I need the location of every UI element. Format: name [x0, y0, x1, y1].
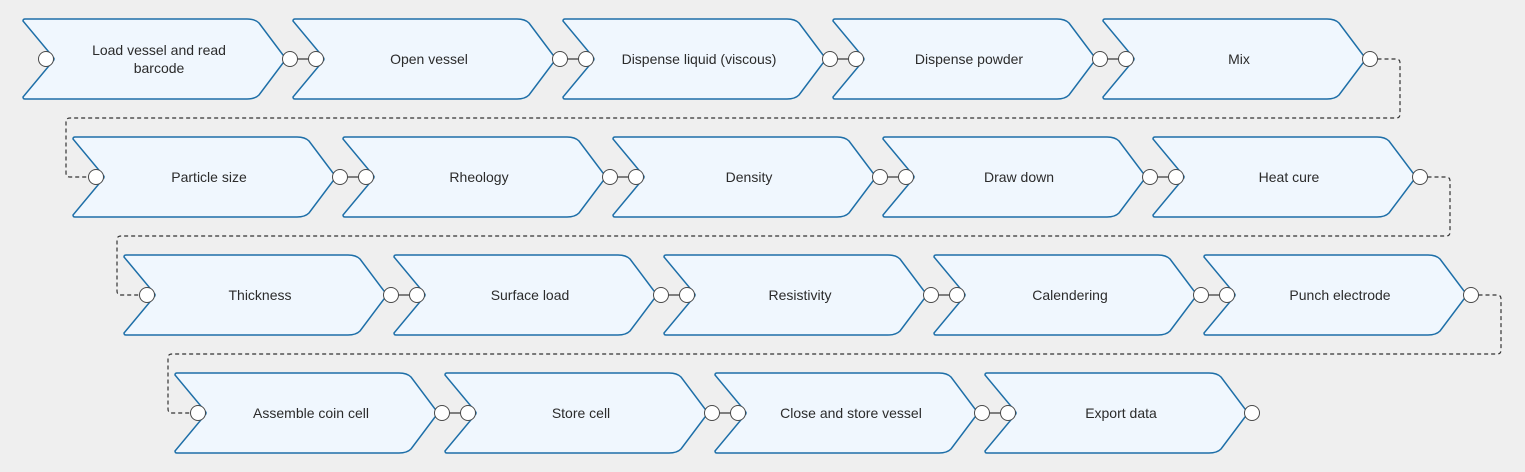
- step-resistivity[interactable]: Resistivity: [663, 254, 939, 336]
- step-heat-cure[interactable]: Heat cure: [1152, 136, 1428, 218]
- step-label: Calendering: [1032, 287, 1108, 303]
- step-surface-load[interactable]: Surface load: [393, 254, 669, 336]
- output-port[interactable]: [923, 287, 939, 303]
- step-particle-size[interactable]: Particle size: [72, 136, 348, 218]
- input-port[interactable]: [358, 169, 374, 185]
- step-label: Rheology: [449, 169, 508, 185]
- input-port[interactable]: [88, 169, 104, 185]
- step-label: Dispense powder: [915, 51, 1024, 67]
- output-port[interactable]: [1412, 169, 1428, 185]
- output-port[interactable]: [872, 169, 888, 185]
- step-export-data[interactable]: Export data: [984, 372, 1260, 454]
- step-label: Density: [726, 169, 773, 185]
- step-dispense-powder[interactable]: Dispense powder: [832, 18, 1108, 100]
- row-wrap-connector: [65, 58, 1401, 178]
- step-thickness[interactable]: Thickness: [123, 254, 399, 336]
- step-label: Store cell: [552, 405, 610, 421]
- output-port[interactable]: [602, 169, 618, 185]
- output-port[interactable]: [282, 51, 298, 67]
- step-assemble-coin-cell[interactable]: Assemble coin cell: [174, 372, 450, 454]
- input-port[interactable]: [628, 169, 644, 185]
- row-wrap-connector: [167, 294, 1502, 414]
- input-port[interactable]: [949, 287, 965, 303]
- step-label: Surface load: [491, 287, 570, 303]
- input-port[interactable]: [409, 287, 425, 303]
- step-close-and-store-vessel[interactable]: Close and store vessel: [714, 372, 990, 454]
- step-label: Close and store vessel: [780, 405, 922, 421]
- step-label: Export data: [1085, 405, 1157, 421]
- input-port[interactable]: [1168, 169, 1184, 185]
- step-label: Draw down: [984, 169, 1054, 185]
- input-port[interactable]: [460, 405, 476, 421]
- input-port[interactable]: [1118, 51, 1134, 67]
- input-port[interactable]: [1000, 405, 1016, 421]
- step-dispense-liquid-viscous[interactable]: Dispense liquid (viscous): [562, 18, 838, 100]
- step-calendering[interactable]: Calendering: [933, 254, 1209, 336]
- step-label: Dispense liquid (viscous): [622, 51, 777, 67]
- output-port[interactable]: [383, 287, 399, 303]
- output-port[interactable]: [1193, 287, 1209, 303]
- input-port[interactable]: [578, 51, 594, 67]
- output-port[interactable]: [1463, 287, 1479, 303]
- step-rheology[interactable]: Rheology: [342, 136, 618, 218]
- step-label: Thickness: [228, 287, 291, 303]
- input-port[interactable]: [1219, 287, 1235, 303]
- step-open-vessel[interactable]: Open vessel: [292, 18, 568, 100]
- output-port[interactable]: [1142, 169, 1158, 185]
- input-port[interactable]: [679, 287, 695, 303]
- input-port[interactable]: [848, 51, 864, 67]
- input-port[interactable]: [308, 51, 324, 67]
- step-label: Punch electrode: [1289, 287, 1390, 303]
- output-port[interactable]: [822, 51, 838, 67]
- output-port[interactable]: [1244, 405, 1260, 421]
- connector-layer: [65, 58, 1502, 414]
- step-label: Resistivity: [768, 287, 831, 303]
- step-label: Assemble coin cell: [253, 405, 369, 421]
- output-port[interactable]: [434, 405, 450, 421]
- step-density[interactable]: Density: [612, 136, 888, 218]
- output-port[interactable]: [552, 51, 568, 67]
- step-draw-down[interactable]: Draw down: [882, 136, 1158, 218]
- output-port[interactable]: [974, 405, 990, 421]
- step-label: Particle size: [171, 169, 247, 185]
- output-port[interactable]: [653, 287, 669, 303]
- step-punch-electrode[interactable]: Punch electrode: [1203, 254, 1479, 336]
- input-port[interactable]: [898, 169, 914, 185]
- step-mix[interactable]: Mix: [1102, 18, 1378, 100]
- input-port[interactable]: [139, 287, 155, 303]
- input-port[interactable]: [730, 405, 746, 421]
- output-port[interactable]: [332, 169, 348, 185]
- input-port[interactable]: [38, 51, 54, 67]
- step-label: Mix: [1228, 51, 1250, 67]
- step-label: Open vessel: [390, 51, 468, 67]
- step-label: Heat cure: [1259, 169, 1320, 185]
- step-store-cell[interactable]: Store cell: [444, 372, 720, 454]
- row-wrap-connector: [116, 176, 1451, 296]
- output-port[interactable]: [704, 405, 720, 421]
- output-port[interactable]: [1092, 51, 1108, 67]
- step-shape: [22, 18, 286, 100]
- output-port[interactable]: [1362, 51, 1378, 67]
- input-port[interactable]: [190, 405, 206, 421]
